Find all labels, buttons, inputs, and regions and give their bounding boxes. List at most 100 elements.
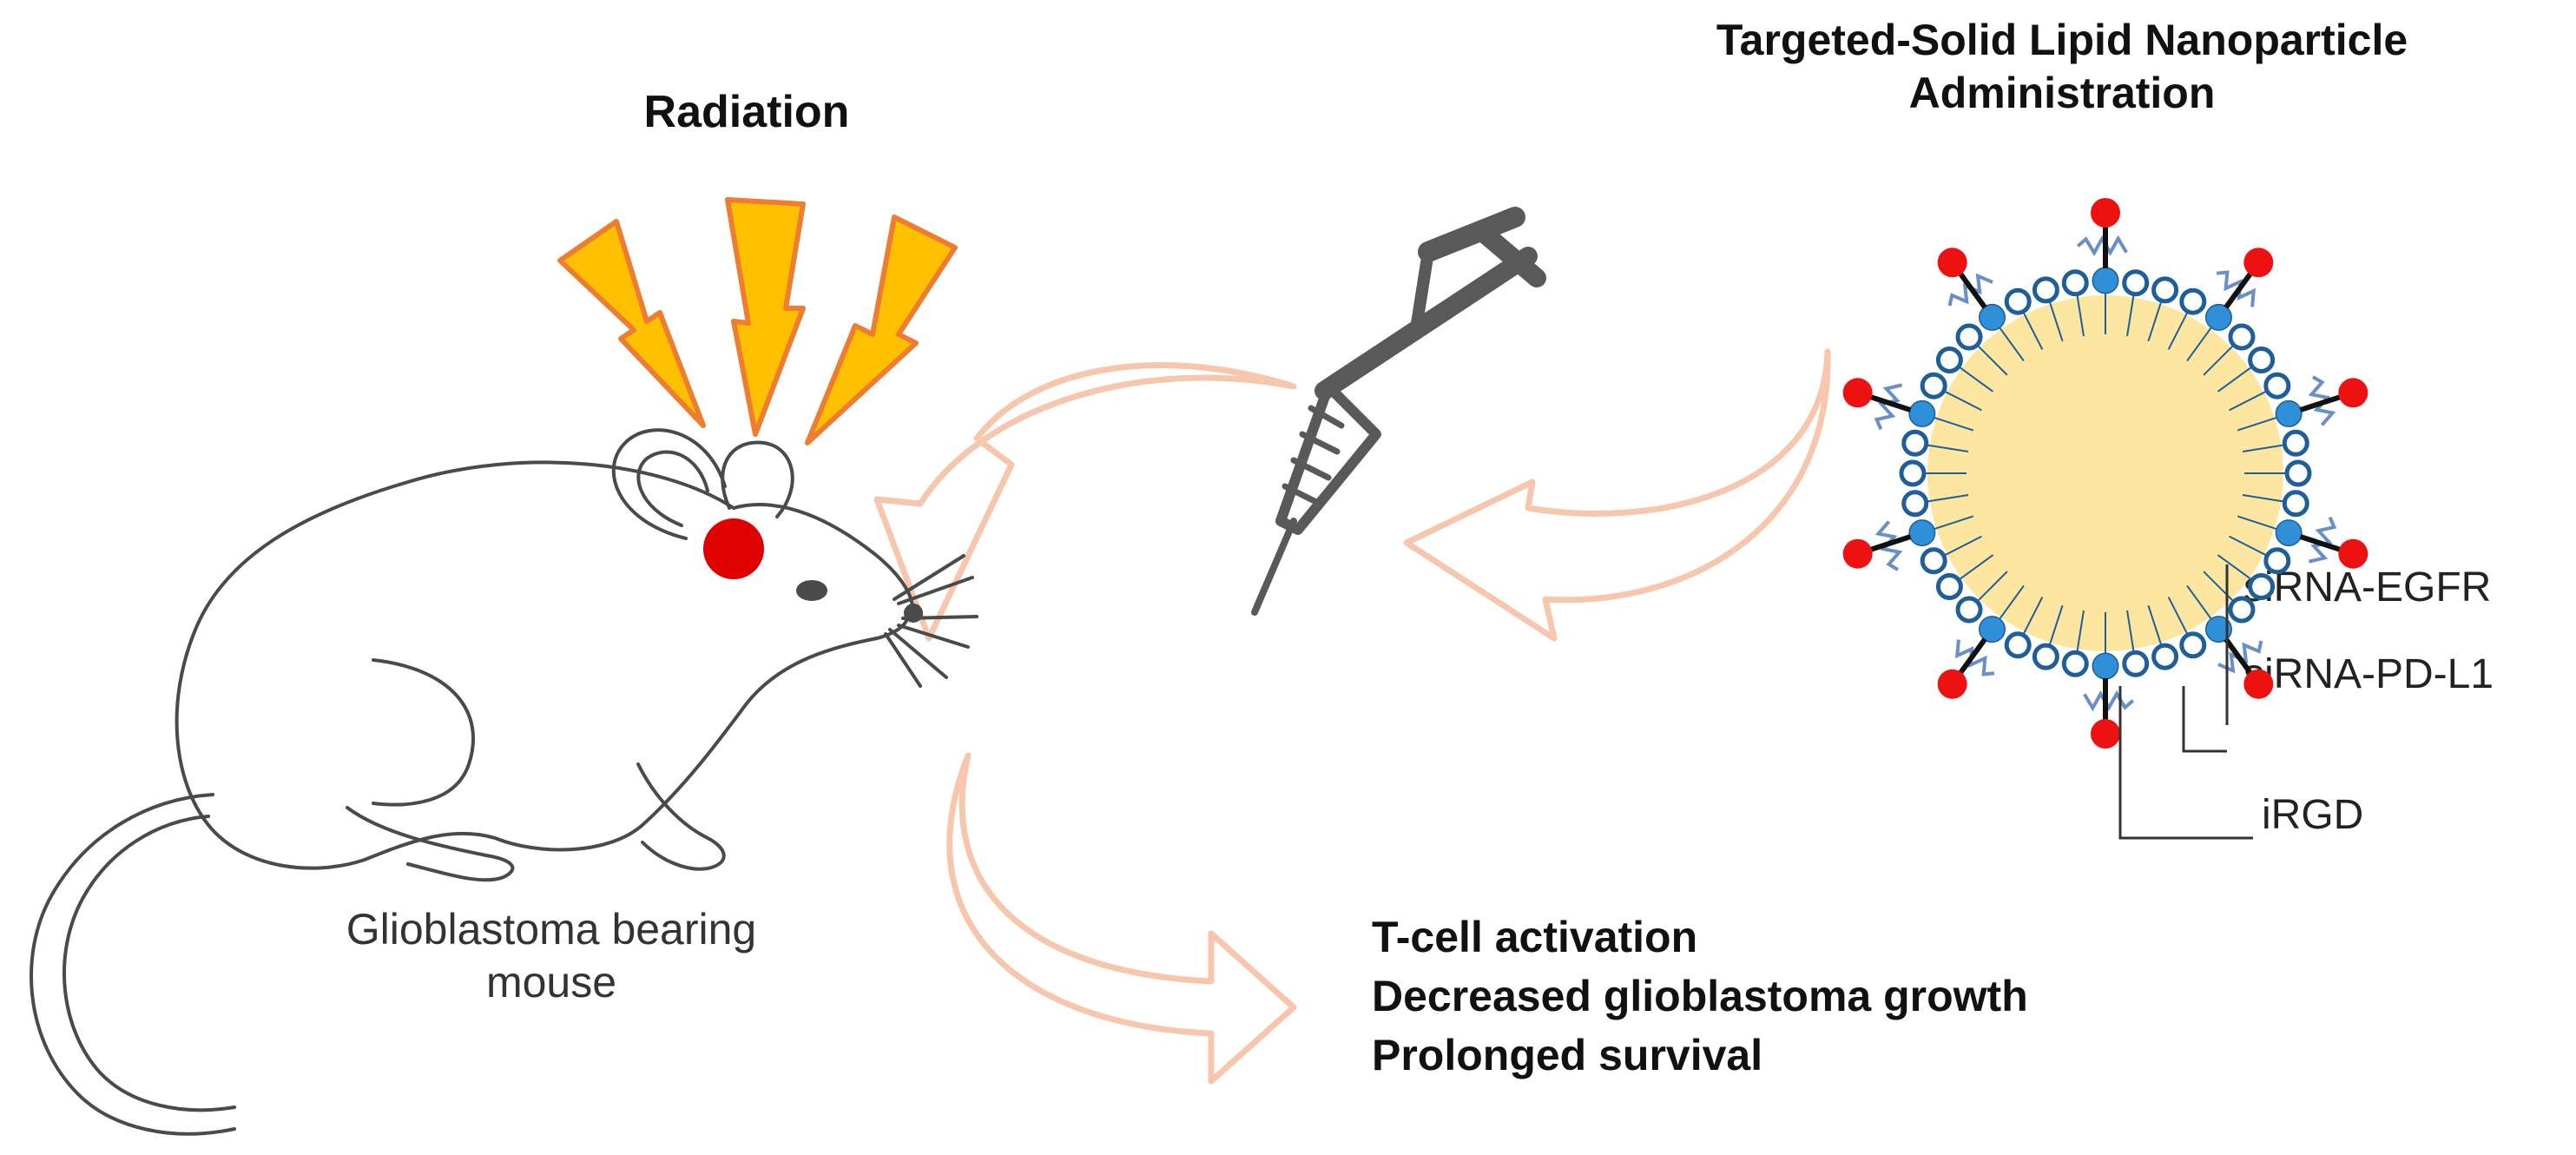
- sirna-strand: [2217, 640, 2263, 674]
- irgd-label: iRGD: [2262, 792, 2364, 838]
- lipid-head: [2151, 643, 2179, 670]
- lipid-head: [2248, 346, 2276, 374]
- peptide-linker: [2299, 394, 2342, 412]
- lightning-bolt-icon: [805, 214, 958, 446]
- lipid-head: [1920, 372, 1947, 399]
- lipid-tail: [2126, 294, 2135, 337]
- mouse-hind-leg: [346, 658, 515, 882]
- lipid-head: [2122, 650, 2150, 677]
- peptide-anchor: [2093, 654, 2118, 678]
- lipid-head: [2282, 429, 2309, 457]
- lipid-tail: [2229, 535, 2267, 557]
- lipid-tail: [2237, 416, 2278, 432]
- peptide-anchor: [2206, 305, 2231, 330]
- irgd-peptide-head: [2338, 538, 2368, 569]
- tumor-spot: [703, 518, 764, 579]
- peptide-linker: [1958, 637, 1987, 676]
- lipid-head: [2228, 596, 2256, 624]
- syringe-icon: [1251, 207, 1546, 616]
- lipid-tail: [2022, 312, 2044, 350]
- lipid-head: [1899, 459, 1927, 487]
- lipid-head: [1955, 323, 1983, 351]
- peptide-linker: [1869, 534, 1912, 552]
- sirna-pdl1-label: siRNA-PD-L1: [2243, 651, 2494, 697]
- lipid-head: [1955, 596, 1983, 624]
- mouse-body: [175, 460, 909, 870]
- outcome-tcell-activation: T-cell activation: [1372, 913, 1698, 961]
- lipid-head: [2061, 650, 2089, 677]
- mouse-head: [732, 503, 914, 617]
- lipid-head: [1935, 346, 1963, 374]
- lipid-head: [1901, 490, 1929, 518]
- mouse-ear-inner: [636, 450, 709, 527]
- lipid-tail: [2076, 294, 2085, 337]
- peptide-anchor: [1909, 520, 1934, 545]
- lipid-tail: [2126, 610, 2135, 652]
- radiation-title: Radiation: [643, 87, 850, 137]
- irgd-peptide-head: [2243, 248, 2274, 278]
- nanoparticle-administration-title: Targeted-Solid Lipid Nanoparticle Admini…: [1563, 14, 2561, 120]
- lipid-tail: [2048, 300, 2064, 342]
- irgd-peptide-head: [2091, 198, 2120, 228]
- sirna-strand: [2308, 375, 2336, 426]
- mouse-tail: [30, 793, 236, 1136]
- lipid-tail: [2147, 604, 2163, 646]
- irgd-peptide-head: [1842, 378, 1873, 408]
- lipid-tail: [2048, 604, 2064, 646]
- mouse-caption-line-2: mouse: [485, 958, 617, 1006]
- peptide-linker: [2299, 534, 2342, 552]
- lipid-tail: [2147, 300, 2163, 342]
- lipid-head: [2263, 372, 2291, 399]
- arrow-syringe-to-mouse: [873, 362, 1297, 642]
- lipid-tail: [2242, 494, 2284, 503]
- peptide-anchor: [2276, 520, 2302, 545]
- lipid-tail: [1959, 366, 1994, 393]
- irgd-peptide-head: [2091, 719, 2120, 749]
- peptide-anchor: [2276, 401, 2302, 426]
- sirna-strand: [2216, 270, 2256, 307]
- lipid-head: [2032, 276, 2059, 304]
- lipid-tail: [2217, 554, 2252, 581]
- lipid-head: [2284, 459, 2312, 487]
- lipid-head: [2032, 643, 2059, 670]
- lipid-tail: [1927, 444, 1969, 452]
- mouse-caption: Glioblastoma bearing mouse: [308, 903, 794, 1009]
- mouse-illustration: [30, 428, 978, 1136]
- lipid-tail: [2217, 366, 2252, 393]
- sirna-strand: [1874, 383, 1903, 431]
- arrow-nanoparticle-to-syringe: [1403, 348, 1831, 642]
- arrow-mouse-to-outcomes: [946, 752, 1297, 1085]
- nanoparticle-core: [1927, 295, 2283, 651]
- nanoparticle-title-line-2: Administration: [1908, 69, 2216, 117]
- irgd-peptide-head: [1842, 538, 1873, 569]
- peptide-anchor: [1980, 305, 2005, 330]
- sirna-strand: [2076, 234, 2128, 257]
- callout-lines: [2118, 564, 2253, 840]
- mouse-ear-back: [611, 428, 727, 540]
- lipid-tail: [1977, 571, 2008, 602]
- lipid-tail: [2203, 345, 2234, 376]
- peptide-linker: [1958, 271, 1987, 309]
- irgd-peptide-head: [2338, 378, 2368, 408]
- nanoparticle-illustration: [1842, 198, 2368, 749]
- lipid-tail: [1944, 390, 1982, 412]
- peptide-anchor: [2206, 617, 2231, 642]
- peptide-linker: [2224, 637, 2253, 676]
- lipid-head: [2228, 323, 2256, 351]
- lipid-tail: [1977, 345, 2008, 376]
- lipid-tail: [2229, 390, 2267, 412]
- lipid-head: [1920, 547, 1947, 575]
- lipid-tail: [2076, 610, 2085, 652]
- nanoparticle-surface: [1842, 198, 2368, 749]
- sirna-callout-line: [2182, 686, 2227, 753]
- mouse-whiskers: [884, 554, 978, 688]
- mouse-caption-line-1: Glioblastoma bearing: [346, 905, 757, 954]
- lipid-tail: [1944, 535, 1982, 557]
- peptide-anchor: [1909, 401, 1934, 426]
- lipid-tail: [2186, 584, 2213, 620]
- lipid-tail: [1933, 515, 1974, 531]
- lipid-head: [2122, 269, 2150, 297]
- sirna-strand: [2083, 690, 2135, 712]
- lipid-tail: [1933, 416, 1974, 432]
